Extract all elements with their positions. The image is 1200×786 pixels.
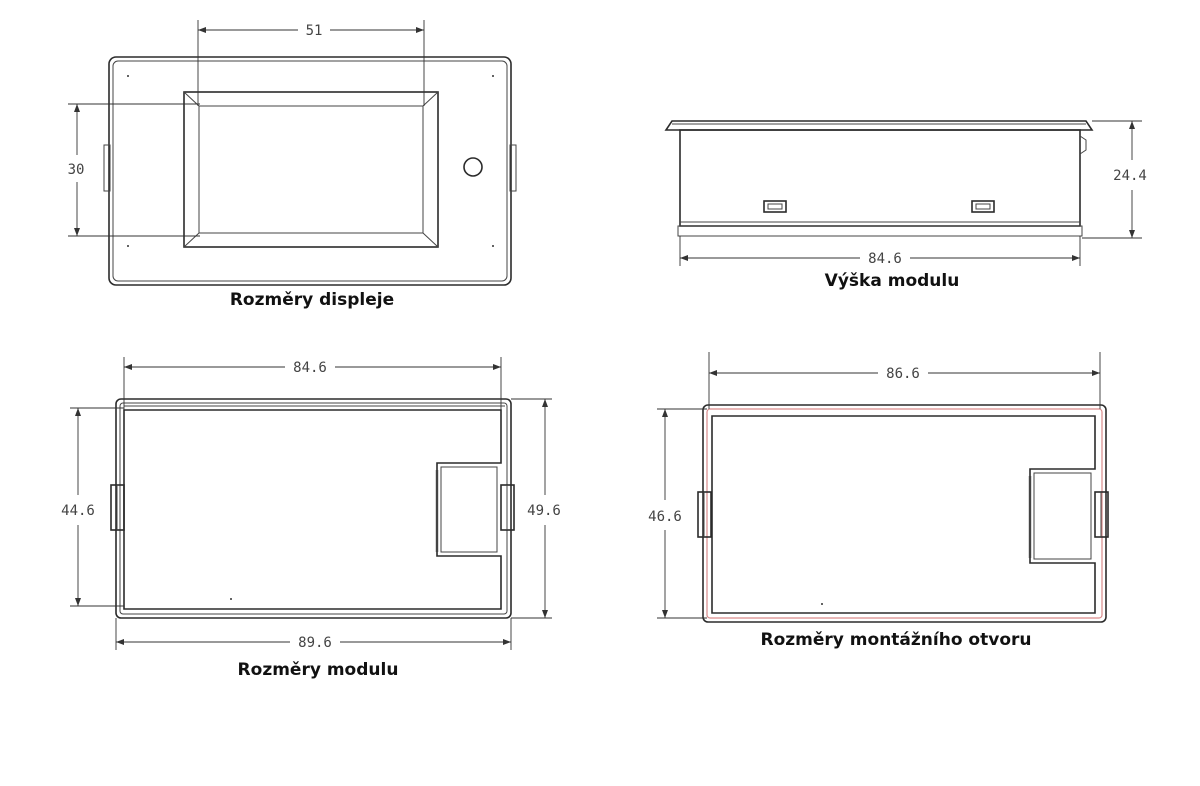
- height-flange: [664, 120, 1094, 131]
- cutout-body: [711, 415, 1096, 614]
- height-connector-left: [763, 200, 787, 213]
- cutout-height-label: 46.6: [648, 509, 682, 525]
- module-inner-height-label: 44.6: [61, 503, 95, 519]
- cutout-caption: Rozměry montážního otvoru: [761, 630, 1032, 650]
- module-view: 84.6 89.6 44.6 49.6 Rozměry modulu: [61, 357, 561, 680]
- height-caption: Výška modulu: [825, 271, 960, 291]
- module-caption: Rozměry modulu: [238, 660, 399, 680]
- height-view: 24.4 84.6 Výška modulu: [664, 120, 1147, 291]
- module-outer-height-label: 49.6: [527, 503, 561, 519]
- display-height-label: 30: [68, 162, 85, 178]
- module-outer-width-label: 89.6: [298, 635, 332, 651]
- module-body: [123, 409, 502, 610]
- display-caption: Rozměry displeje: [230, 290, 394, 310]
- cutout-width-label: 86.6: [886, 366, 920, 382]
- display-window-inner: [198, 105, 424, 234]
- height-height-label: 24.4: [1113, 168, 1147, 184]
- cutout-view: 86.6 46.6 Rozměry montážního otvoru: [648, 352, 1109, 650]
- display-left-clip: [103, 144, 111, 192]
- height-connector-right: [971, 200, 995, 213]
- cutout-highlight: [706, 408, 1103, 619]
- display-housing-inner: [112, 60, 508, 282]
- display-view: 51 30 Rozměry displeje: [68, 20, 517, 310]
- module-inner-width-label: 84.6: [293, 360, 327, 376]
- display-right-clip: [509, 144, 517, 192]
- display-housing-outer: [108, 56, 512, 286]
- module-frame-inner: [119, 402, 508, 615]
- display-button: [463, 157, 483, 177]
- height-base: [677, 225, 1083, 237]
- display-window-outer: [183, 91, 439, 248]
- module-frame-outer: [115, 398, 512, 619]
- height-length-label: 84.6: [868, 251, 902, 267]
- height-body: [679, 129, 1081, 227]
- cutout-frame-outer: [702, 404, 1107, 623]
- display-width-label: 51: [306, 23, 323, 39]
